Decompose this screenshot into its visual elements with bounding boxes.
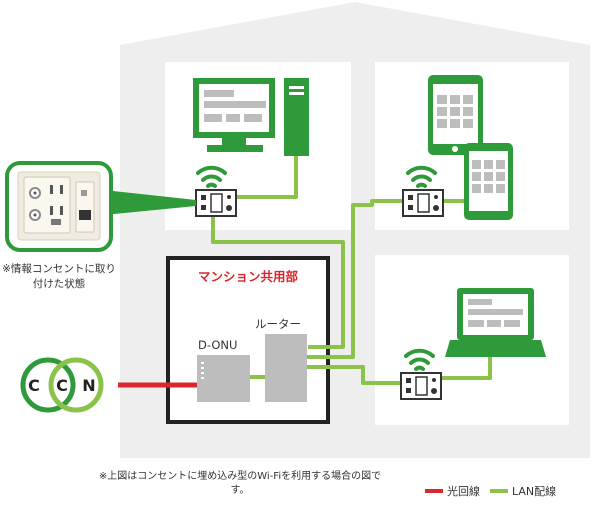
lan-cable-top-left-router [211,215,345,349]
lan-cable-bottom-right [305,365,402,385]
d-onu-indicator-lights [201,362,204,379]
router-label: ルーター [255,317,301,331]
desktop-computer-icon [193,78,309,156]
footnote: ※上図はコンセントに埋め込み型のWi-Fiを利用する場合の図です。 [98,471,382,496]
legend-item-lan: LAN配線 [490,483,556,499]
logo-letter-c: C [28,376,40,395]
wall-outlet-photo [5,161,113,252]
fiber-swatch [425,489,443,493]
legend-label: 光回線 [447,485,480,498]
wifi-outlet-icon [400,372,442,400]
lan-cable-top-right [305,199,403,359]
lan-cable-bottom-right-laptop [440,357,492,380]
legend: 光回線 LAN配線 [425,483,566,499]
legend-label: LAN配線 [512,485,557,498]
lan-swatch [490,489,508,493]
wifi-icon [404,348,435,371]
d-onu-label: D-ONU [198,338,238,352]
ccn-logo: C C N [20,357,104,413]
wifi-outlet-icon [402,189,444,217]
callout-pointer [104,190,196,215]
d-onu-device [197,355,250,402]
shared-area-title: マンション共用部 [197,269,298,284]
router-device [265,334,307,402]
outlet-photo-caption: ※情報コンセントに取り付けた状態 [2,263,116,290]
laptop-icon [445,288,546,357]
logo-letter-c: C [56,376,68,395]
wifi-icon [196,165,227,188]
legend-item-fiber: 光回線 [425,483,480,499]
lan-cable-top-left-pc [236,156,298,199]
smartphone-icon [464,143,513,220]
wifi-outlet-icon [195,189,237,217]
wifi-icon [406,165,437,188]
lan-cables [211,156,492,385]
tablet-icon [428,75,483,155]
logo-letter-n: N [82,376,95,395]
